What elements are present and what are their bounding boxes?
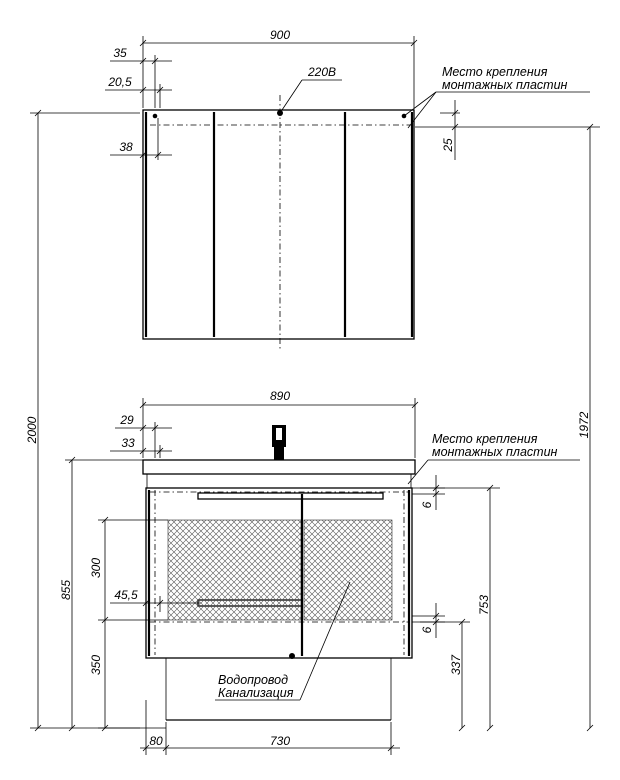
power-label-group: 220В bbox=[281, 65, 342, 111]
drain-icon bbox=[289, 653, 295, 659]
dim-300-group: 300 bbox=[89, 516, 168, 624]
dim-38-group: 38 bbox=[110, 118, 172, 160]
dim-45-5-group: 45,5 bbox=[110, 588, 200, 612]
dim-900: 900 bbox=[270, 28, 290, 42]
mount-note-top-line2: монтажных пластин bbox=[442, 78, 568, 92]
mount-note-top: Место крепления монтажных пластин bbox=[403, 65, 590, 129]
dim-753: 753 bbox=[477, 595, 491, 615]
dim-730: 730 bbox=[270, 734, 290, 748]
mount-note-bottom: Место крепления монтажных пластин bbox=[407, 432, 580, 485]
right-height-dimension: 1972 bbox=[415, 123, 600, 732]
dim-33-group: 33 bbox=[110, 436, 172, 458]
overall-height-dimension: 2000 bbox=[25, 109, 140, 732]
dim-29-group: 29 bbox=[115, 413, 172, 458]
bottom-dimensions: 80 730 bbox=[140, 700, 400, 755]
dim-2000: 2000 bbox=[25, 416, 39, 444]
dim-25-group: 25 bbox=[440, 100, 460, 160]
water-note-line2: Канализация bbox=[218, 686, 294, 700]
dim-35-group: 35 bbox=[110, 46, 172, 108]
dim-300: 300 bbox=[89, 558, 103, 578]
dim-337: 337 bbox=[449, 654, 463, 675]
dim-35: 35 bbox=[113, 46, 127, 60]
dim-38: 38 bbox=[119, 140, 133, 154]
dim-6-bottom: 6 bbox=[420, 626, 434, 633]
dim-33: 33 bbox=[121, 436, 135, 450]
power-label: 220В bbox=[307, 65, 336, 79]
mirror-cabinet bbox=[142, 95, 415, 350]
dim-350: 350 bbox=[89, 655, 103, 675]
mount-note-bottom-line1: Место крепления bbox=[432, 432, 538, 446]
dim-6-top: 6 bbox=[420, 501, 434, 508]
dim-1972: 1972 bbox=[577, 411, 591, 438]
dim-25: 25 bbox=[441, 138, 455, 153]
dim-80: 80 bbox=[149, 734, 163, 748]
power-outlet-icon bbox=[277, 110, 283, 116]
bottom-width-dimension: 890 bbox=[139, 389, 419, 458]
mount-note-bottom-line2: монтажных пластин bbox=[432, 445, 558, 459]
dim-855-group: 855 bbox=[59, 456, 143, 732]
dim-753-group: 753 bbox=[420, 484, 500, 732]
water-note: Водопровод Канализация bbox=[215, 581, 351, 701]
faucet-icon bbox=[272, 425, 286, 460]
dim-890: 890 bbox=[270, 389, 290, 403]
dim-20-5-group: 20,5 bbox=[105, 75, 172, 108]
dim-29: 29 bbox=[119, 413, 134, 427]
dim-45-5: 45,5 bbox=[114, 588, 138, 602]
dim-337-group: 337 bbox=[420, 618, 470, 732]
mount-note-top-line1: Место крепления bbox=[442, 65, 548, 79]
dim-20-5: 20,5 bbox=[107, 75, 132, 89]
dim-6-bottom-group: 6 bbox=[412, 603, 445, 638]
dim-350-group: 350 bbox=[89, 620, 166, 732]
top-width-dimension: 900 bbox=[139, 28, 418, 108]
dim-6-top-group: 6 bbox=[412, 475, 445, 510]
water-note-line1: Водопровод bbox=[218, 673, 288, 687]
mount-point-icon bbox=[152, 113, 158, 119]
dim-855: 855 bbox=[59, 580, 73, 600]
